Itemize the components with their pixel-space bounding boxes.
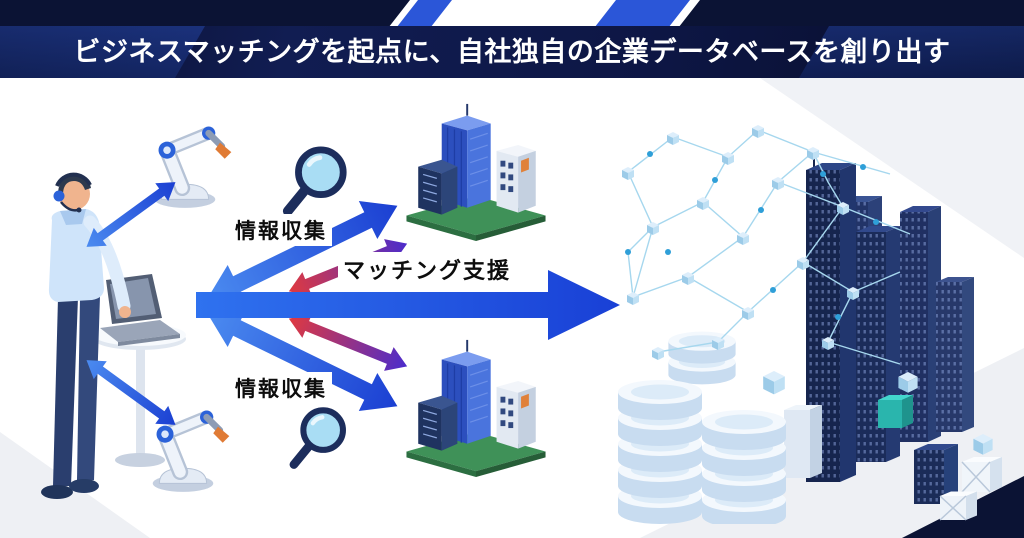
label-info-collection-bottom: 情報収集	[230, 372, 332, 404]
network-nodes	[622, 125, 879, 360]
label-info-collection-top: 情報収集	[230, 214, 332, 246]
top-strip-blue-right	[595, 0, 690, 26]
operator-illustration	[41, 172, 186, 499]
magnifier-bottom-icon	[289, 407, 346, 469]
header-banner: ビジネスマッチングを起点に、自社独自の企業データベースを創り出す	[0, 26, 1024, 78]
operator-head	[58, 178, 90, 210]
magnifier-top-icon	[282, 146, 347, 216]
laptop-icon	[100, 320, 180, 342]
arrow-operator-robot-top	[86, 182, 176, 247]
top-strip-navy-right	[679, 0, 1024, 26]
database-cylinders	[618, 331, 786, 524]
database-city-illustration	[618, 125, 1002, 524]
arrow-info-collection-top	[207, 201, 398, 303]
arrow-operator-robot-bottom	[86, 360, 176, 425]
headset-icon	[55, 172, 92, 187]
buildings-top-illustration	[406, 103, 546, 242]
arrow-info-collection-bottom	[207, 309, 398, 411]
robot-arm-bottom-icon	[152, 410, 230, 492]
buildings-bottom-illustration	[406, 339, 546, 478]
label-matching-support: マッチング支援	[338, 252, 517, 286]
top-strip-navy-left	[0, 0, 410, 26]
city-towers	[763, 148, 1002, 521]
page-title: ビジネスマッチングを起点に、自社独自の企業データベースを創り出す	[73, 37, 951, 67]
main-flow-arrow	[196, 270, 620, 340]
arrow-matching-support-bottom	[288, 314, 408, 371]
